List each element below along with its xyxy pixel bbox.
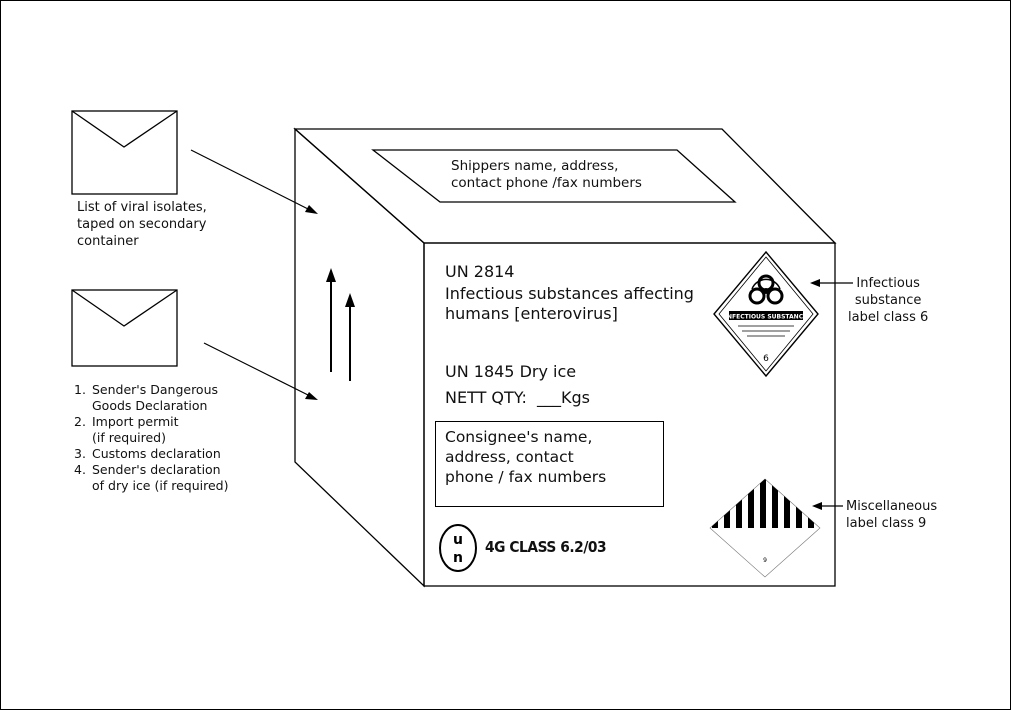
caption-line: substance xyxy=(854,293,922,308)
orientation-arrows xyxy=(326,268,355,381)
item-text: Sender's Dangerous xyxy=(92,382,219,397)
item-text: of dry ice (if required) xyxy=(92,478,229,493)
shipper-label-panel xyxy=(371,149,737,203)
caption-line: container xyxy=(77,234,139,249)
shipper-label-text: Shippers name, address, contact phone /f… xyxy=(451,158,642,192)
envelope-bottom xyxy=(71,289,178,367)
misc-label-caption: Miscellaneous label class 9 xyxy=(846,498,937,532)
caption-line: Miscellaneous xyxy=(846,499,938,514)
item-text: Import permit xyxy=(92,414,179,429)
un-symbol-letter-u: u xyxy=(453,532,463,548)
class-6-number: 6 xyxy=(763,354,769,364)
arrow-envelope-bottom xyxy=(203,342,313,398)
envelope-top-caption: List of viral isolates, taped on seconda… xyxy=(77,199,207,250)
substance-line: Infectious substances affecting xyxy=(445,284,694,303)
caption-line: taped on secondary xyxy=(77,217,207,232)
item-text: Goods Declaration xyxy=(92,398,208,413)
nett-qty-marking: NETT QTY: ___Kgs xyxy=(445,388,590,407)
box-front-face xyxy=(423,242,836,587)
item-number: 2. xyxy=(74,414,86,429)
caption-line: Infectious xyxy=(856,276,920,291)
un-packaging-symbol: u n xyxy=(439,524,477,572)
substance-line: humans [enterovirus] xyxy=(445,304,618,323)
item-text: Customs declaration xyxy=(92,446,221,461)
infectious-substance-label: INFECTIOUS SUBSTANCE 6 xyxy=(713,250,819,378)
un1845-marking: UN 1845 Dry ice xyxy=(445,362,577,381)
class-9-number: 9 xyxy=(763,557,767,564)
arrow-envelope-top xyxy=(190,149,313,212)
class-9-stripes xyxy=(712,479,814,528)
infectious-label-text: INFECTIOUS SUBSTANCE xyxy=(725,314,807,321)
item-number: 1. xyxy=(74,382,86,397)
substance-description: Infectious substances affecting humans [… xyxy=(445,284,694,324)
biohazard-icon xyxy=(748,274,784,305)
item-text: Sender's declaration xyxy=(92,462,221,477)
consignee-label: Consignee's name, address, contact phone… xyxy=(435,421,664,507)
shipper-line: Shippers name, address, xyxy=(451,158,619,174)
package-box xyxy=(293,127,837,588)
box-side-face xyxy=(294,127,425,588)
pointer-arrows xyxy=(190,149,853,510)
document-item: 4. Sender's declaration of dry ice (if r… xyxy=(74,462,228,494)
caption-line: List of viral isolates, xyxy=(77,200,207,215)
up-arrow-right-head xyxy=(345,293,355,307)
document-item: 1. Sender's Dangerous Goods Declaration xyxy=(74,382,228,414)
infectious-label-caption: Infectious substance label class 6 xyxy=(848,275,928,326)
consignee-line: phone / fax numbers xyxy=(445,468,607,486)
miscellaneous-label: 9 xyxy=(709,478,821,578)
documents-list: 1. Sender's Dangerous Goods Declaration … xyxy=(74,382,228,494)
caption-line: label class 6 xyxy=(848,310,929,325)
un2814-marking: UN 2814 xyxy=(445,262,515,281)
package-code: 4G CLASS 6.2/03 xyxy=(485,538,607,556)
envelope-top xyxy=(71,110,178,195)
caption-line: label class 9 xyxy=(846,516,927,531)
document-item: 3. Customs declaration xyxy=(74,446,228,462)
un-symbol-letter-n: n xyxy=(453,550,463,566)
item-text: (if required) xyxy=(92,430,166,445)
consignee-line: address, contact xyxy=(445,448,574,466)
consignee-line: Consignee's name, xyxy=(445,428,593,446)
item-number: 4. xyxy=(74,462,86,477)
item-number: 3. xyxy=(74,446,86,461)
shipper-line: contact phone /fax numbers xyxy=(451,175,642,191)
up-arrow-left-head xyxy=(326,268,336,282)
document-item: 2. Import permit (if required) xyxy=(74,414,228,446)
